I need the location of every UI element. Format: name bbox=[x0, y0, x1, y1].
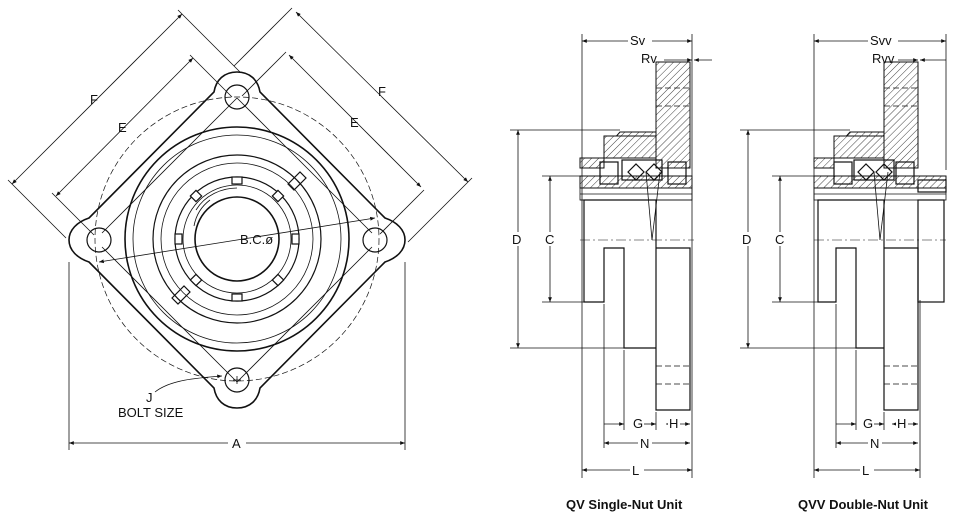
locknut-slots bbox=[174, 176, 300, 302]
sn-caption: QV Single-Nut Unit bbox=[566, 497, 683, 512]
dn-dim-h: H bbox=[897, 416, 906, 431]
bolt-circle bbox=[94, 96, 380, 382]
sn-dim-s: Sv bbox=[630, 33, 646, 48]
dn-dim-g: G bbox=[863, 416, 873, 431]
sn-dim-h: H bbox=[669, 416, 678, 431]
bolt-size-label: BOLT SIZE bbox=[118, 405, 184, 420]
dn-dim-d: D bbox=[742, 232, 751, 247]
bolt-hole-top bbox=[224, 84, 250, 110]
dim-e-right: E bbox=[350, 115, 359, 130]
dn-dim-n: N bbox=[870, 436, 879, 451]
front-view: B.C.ø F E F E J BOLT SIZE A bbox=[7, 7, 473, 451]
dn-dim-c: C bbox=[775, 232, 784, 247]
sn-dim-c: C bbox=[545, 232, 554, 247]
dim-f-left: F bbox=[90, 92, 98, 107]
sn-dim-r: Rv bbox=[641, 51, 657, 66]
dn-caption: QVV Double-Nut Unit bbox=[798, 497, 929, 512]
dim-a: A bbox=[232, 436, 241, 451]
housing-lower-dn bbox=[817, 199, 919, 411]
dim-e-left: E bbox=[118, 120, 127, 135]
bc-label: B.C.ø bbox=[240, 232, 273, 247]
dim-j: J bbox=[146, 390, 153, 405]
sn-dim-n: N bbox=[640, 436, 649, 451]
dn-dim-l: L bbox=[862, 463, 869, 478]
sn-dim-d: D bbox=[512, 232, 521, 247]
single-nut-view: D C Sv Rv G H N L QV Single- bbox=[510, 33, 712, 512]
housing-outer bbox=[124, 126, 350, 352]
dim-f-right: F bbox=[378, 84, 386, 99]
sn-dim-g: G bbox=[633, 416, 643, 431]
bolt-hole-right bbox=[362, 227, 388, 253]
bolt-hole-bottom bbox=[224, 367, 250, 393]
dn-dim-r: Rvv bbox=[872, 51, 895, 66]
dn-dim-s: Svv bbox=[870, 33, 892, 48]
sn-dim-l: L bbox=[632, 463, 639, 478]
double-nut-view: D C Svv Rvv G H N L QVV bbox=[740, 33, 947, 512]
housing-lower bbox=[583, 199, 691, 411]
